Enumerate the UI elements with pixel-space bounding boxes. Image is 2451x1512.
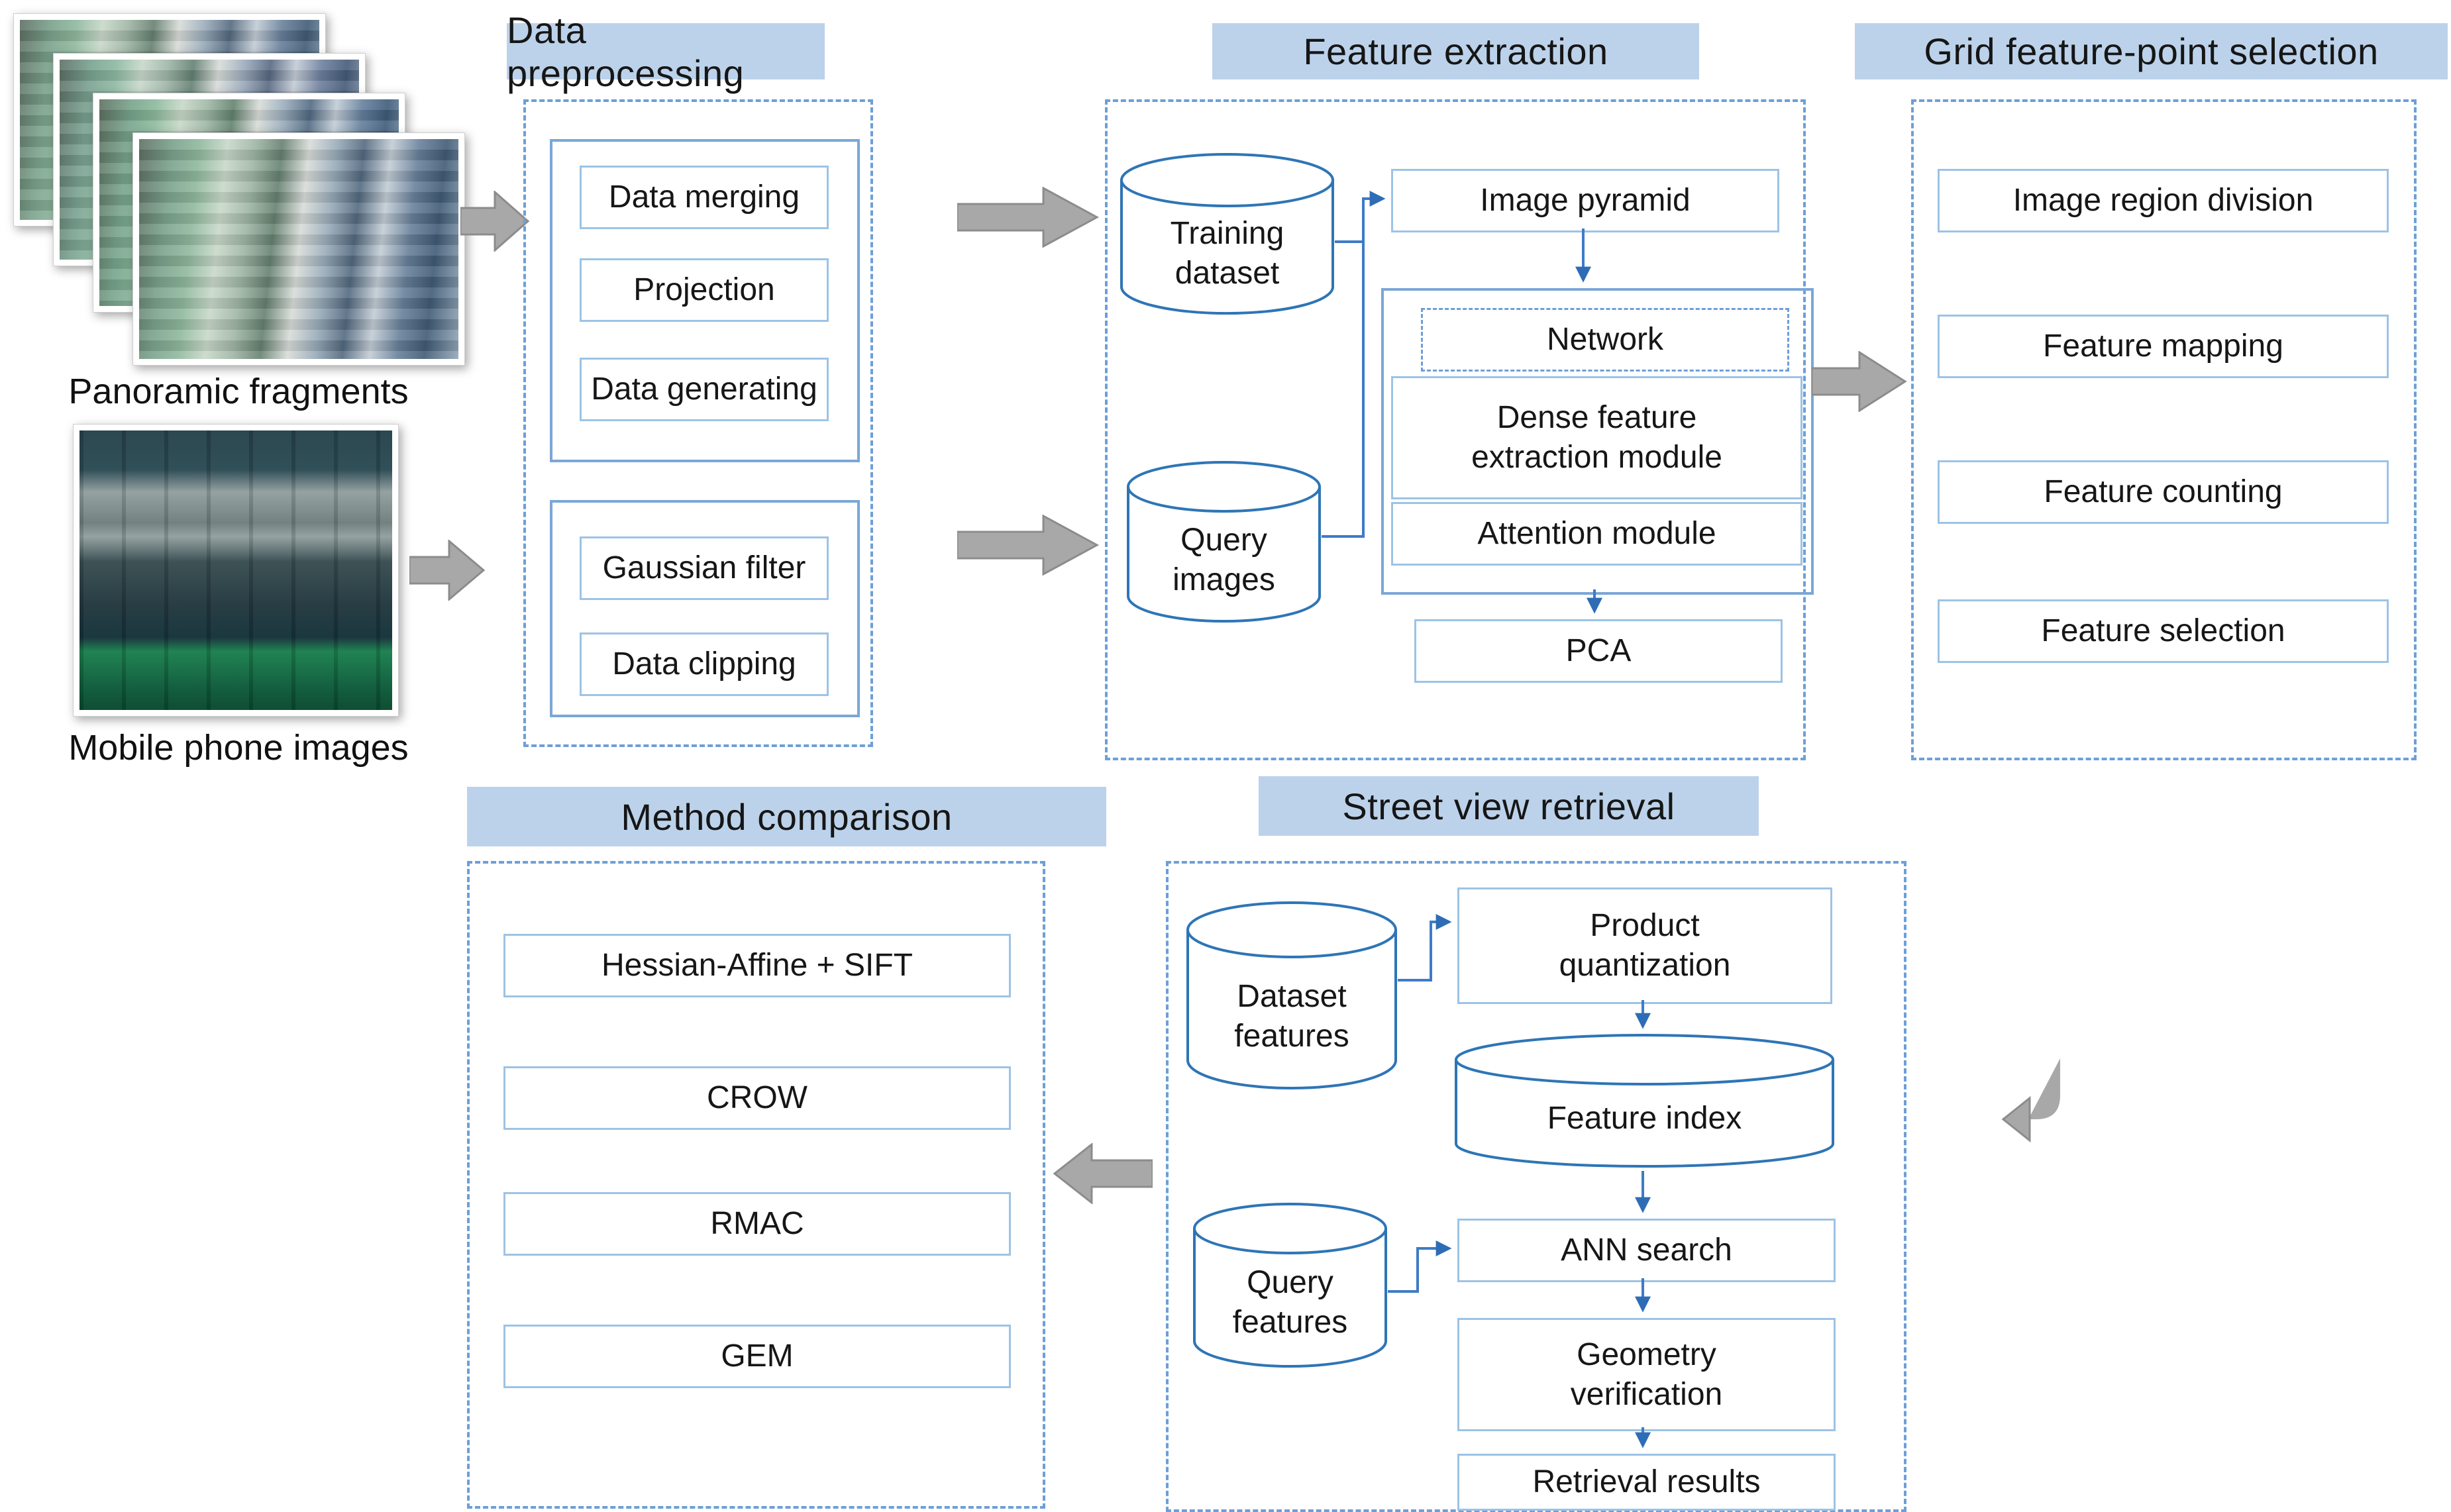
street-view-retrieval-container — [1166, 861, 1906, 1512]
street-view-retrieval-title: Street view retrieval — [1342, 785, 1675, 827]
dataset-features-label: Dataset features — [1234, 978, 1349, 1054]
hessian-affine-sift-label: Hessian-Affine + SIFT — [601, 948, 913, 983]
pca-box: PCA — [1414, 619, 1783, 683]
attention-module-box: Attention module — [1391, 502, 1802, 566]
ann-search-box: ANN search — [1457, 1219, 1836, 1282]
cylinder-shape-icon — [1186, 901, 1397, 1089]
data-preprocessing-header: Data preprocessing — [507, 9, 825, 94]
crow-box: CROW — [503, 1066, 1011, 1130]
network-group — [1381, 288, 1814, 595]
feature-extraction-header: Feature extraction — [1212, 23, 1699, 79]
query-images-cylinder: Query images — [1126, 460, 1322, 623]
pca-label: PCA — [1565, 633, 1632, 668]
retrieval-to-comparison-arrow-icon — [1053, 1143, 1153, 1204]
dataset-features-cylinder: Dataset features — [1186, 901, 1398, 1089]
data-generating-box: Data generating — [580, 358, 829, 421]
street-view-retrieval-header: Street view retrieval — [1259, 776, 1759, 836]
mobile-phone-images-label: Mobile phone images — [68, 728, 409, 768]
hessian-affine-sift-box: Hessian-Affine + SIFT — [503, 934, 1011, 997]
crow-label: CROW — [707, 1080, 808, 1115]
geometry-verification-box: Geometry verification — [1457, 1318, 1836, 1431]
panoramic-photo-4 — [132, 132, 465, 366]
method-comparison-container — [467, 861, 1045, 1509]
mobile-photo — [73, 424, 399, 717]
preprocessing-to-extraction-arrow-top-icon — [957, 187, 1100, 248]
ann-search-label: ANN search — [1561, 1233, 1732, 1268]
retrieval-results-label: Retrieval results — [1532, 1464, 1761, 1499]
extraction-to-grid-arrow-icon — [1812, 351, 1907, 412]
network-label: Network — [1546, 322, 1664, 357]
data-preprocessing-title: Data preprocessing — [507, 9, 745, 94]
mobile-photo-image — [79, 430, 392, 710]
network-box: Network — [1421, 308, 1789, 372]
gem-box: GEM — [503, 1325, 1011, 1388]
gaussian-filter-label: Gaussian filter — [602, 550, 806, 585]
data-clipping-label: Data clipping — [612, 646, 796, 681]
query-features-label: Query features — [1232, 1265, 1348, 1340]
feature-index-cylinder: Feature index — [1454, 1033, 1835, 1169]
data-preprocessing-container — [523, 99, 873, 747]
dense-feature-extraction-box: Dense feature extraction module — [1391, 376, 1802, 499]
gaussian-filter-box: Gaussian filter — [580, 536, 829, 600]
grid-selection-container — [1911, 99, 2417, 760]
feature-counting-label: Feature counting — [2044, 474, 2283, 509]
feature-extraction-container — [1105, 99, 1806, 760]
feature-extraction-title: Feature extraction — [1303, 30, 1608, 72]
cylinder-shape-icon — [1120, 153, 1334, 315]
gem-label: GEM — [721, 1338, 794, 1374]
grid-selection-header: Grid feature-point selection — [1855, 23, 2448, 79]
dense-feature-extraction-label: Dense feature extraction module — [1471, 400, 1722, 475]
data-merging-box: Data merging — [580, 166, 829, 229]
feature-counting-box: Feature counting — [1938, 460, 2389, 524]
panoramic-photo-image — [139, 139, 458, 359]
method-comparison-header: Method comparison — [467, 787, 1106, 846]
feature-selection-label: Feature selection — [2041, 613, 2285, 648]
cylinder-shape-icon — [1455, 1034, 1834, 1168]
query-features-cylinder: Query features — [1192, 1202, 1388, 1368]
training-dataset-label: Training dataset — [1170, 215, 1284, 291]
feature-selection-box: Feature selection — [1938, 599, 2389, 663]
data-merging-label: Data merging — [608, 179, 800, 215]
rmac-label: RMAC — [710, 1206, 804, 1241]
training-dataset-cylinder: Training dataset — [1120, 152, 1335, 315]
grid-selection-title: Grid feature-point selection — [1924, 30, 2379, 72]
feature-mapping-label: Feature mapping — [2043, 328, 2283, 364]
feature-mapping-box: Feature mapping — [1938, 315, 2389, 378]
cylinder-shape-icon — [1193, 1203, 1387, 1368]
geometry-verification-label: Geometry verification — [1570, 1336, 1723, 1412]
image-region-division-label: Image region division — [2012, 183, 2314, 218]
product-quantization-box: Product quantization — [1457, 887, 1832, 1004]
input-mobile-arrow-icon — [409, 540, 486, 601]
data-preprocessing-group-1 — [550, 139, 860, 462]
preprocessing-to-extraction-arrow-bottom-icon — [957, 515, 1100, 576]
data-generating-label: Data generating — [591, 372, 817, 407]
retrieval-results-box: Retrieval results — [1457, 1454, 1836, 1511]
method-comparison-title: Method comparison — [621, 795, 953, 838]
image-pyramid-box: Image pyramid — [1391, 169, 1779, 232]
query-images-label: Query images — [1173, 522, 1275, 597]
projection-label: Projection — [633, 272, 775, 307]
grid-to-retrieval-curve-arrow-icon — [2002, 1058, 2060, 1143]
panoramic-fragments-label: Panoramic fragments — [68, 372, 409, 411]
product-quantization-label: Product quantization — [1559, 908, 1731, 983]
data-clipping-box: Data clipping — [580, 632, 829, 696]
cylinder-shape-icon — [1127, 461, 1321, 623]
data-preprocessing-group-2 — [550, 500, 860, 717]
feature-index-label: Feature index — [1547, 1100, 1742, 1136]
image-pyramid-label: Image pyramid — [1480, 183, 1691, 218]
input-panoramic-arrow-icon — [460, 191, 530, 252]
image-region-division-box: Image region division — [1938, 169, 2389, 232]
projection-box: Projection — [580, 258, 829, 322]
rmac-box: RMAC — [503, 1192, 1011, 1256]
attention-module-label: Attention module — [1477, 516, 1716, 551]
